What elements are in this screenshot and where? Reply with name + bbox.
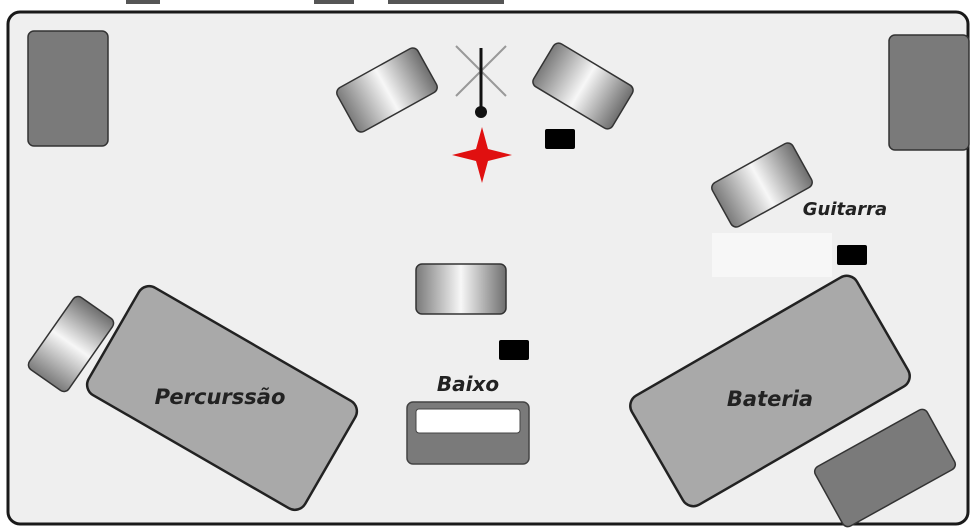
guitar-area-highlight [712,233,832,277]
label-bass: Baixo [437,372,499,396]
performer-star-icon [452,127,512,183]
monitor-percussion [27,295,115,393]
microphone-stand-icon [455,45,507,118]
di-box-vocal [545,129,575,149]
monitor-front-right [532,42,634,130]
di-box-bass [499,340,529,360]
bass-amp [406,401,530,465]
monitor-front-left [336,47,438,133]
percussion-platform [85,284,359,512]
label-guitar: Guitarra [803,199,887,220]
pa-speaker-left [27,30,109,147]
drum-riser [629,274,911,508]
di-box-guitar [837,245,867,265]
top-edge-fragment [314,0,354,4]
monitor-bass [415,263,507,315]
drum-sidefill [813,408,957,528]
pa-speaker-right [888,34,970,151]
top-edge-fragment [126,0,160,4]
top-edge-fragment [388,0,504,4]
label-drums: Bateria [727,387,813,411]
label-percussion: Percurssão [155,385,286,409]
monitor-guitar [711,142,813,228]
